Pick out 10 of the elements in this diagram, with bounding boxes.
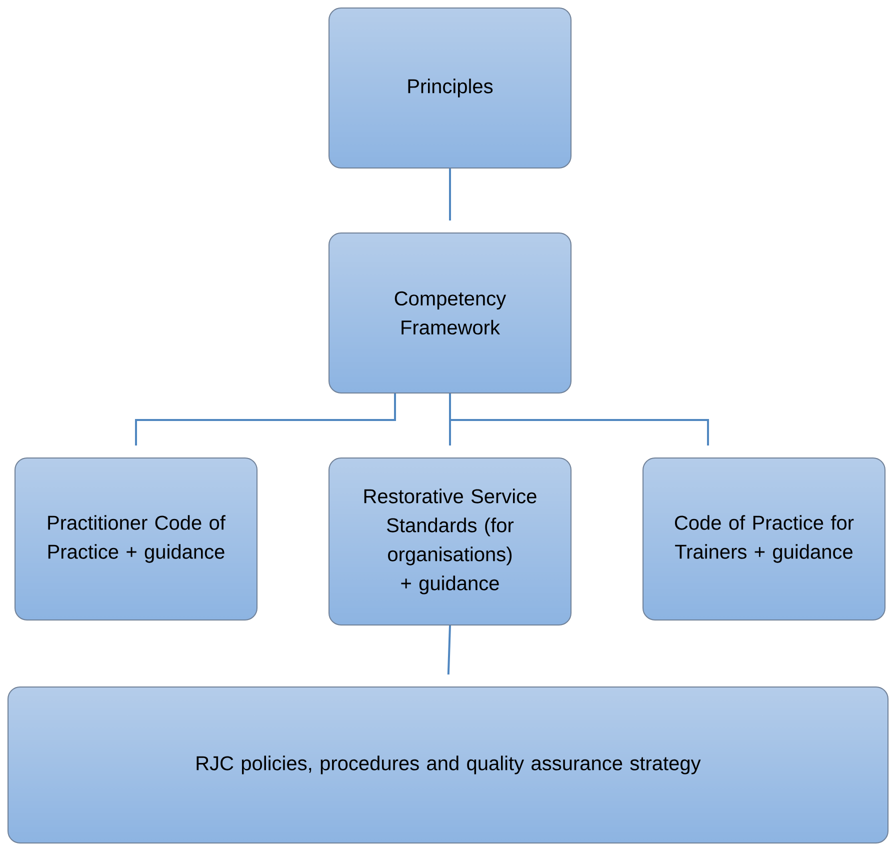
connector-line <box>449 168 451 220</box>
connector-line <box>447 625 451 675</box>
connector-line <box>449 393 709 446</box>
process-box: Code of Practice for Trainers + guidance <box>642 457 886 620</box>
process-box: Competency Framework <box>328 232 572 394</box>
process-box: RJC policies, procedures and quality assurance strategy <box>8 686 888 844</box>
process-box: Practitioner Code of Practice + guidance <box>14 457 258 620</box>
process-box: Principles <box>328 8 572 168</box>
connector-line <box>135 393 396 446</box>
process-box: Restorative Service Standards (for organisations) + guidance <box>328 457 572 626</box>
